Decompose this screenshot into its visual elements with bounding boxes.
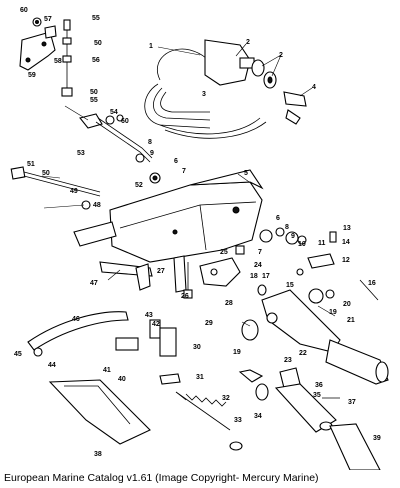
part-label-46: 46	[72, 316, 80, 323]
part-label-50b: 50	[90, 89, 98, 96]
part-label-21: 21	[347, 317, 355, 324]
leader-lines	[41, 43, 336, 401]
part-label-40: 40	[118, 376, 126, 383]
part-label-45: 45	[14, 351, 22, 358]
part-label-36: 36	[315, 382, 323, 389]
part-label-14: 14	[342, 239, 350, 246]
part-label-57: 57	[44, 16, 52, 23]
part-label-44: 44	[48, 362, 56, 369]
part-label-37: 37	[348, 399, 356, 406]
part-label-15: 15	[286, 282, 294, 289]
part-label-41: 41	[103, 367, 111, 374]
part-label-1: 1	[149, 43, 153, 50]
detent-cam-part	[183, 245, 245, 299]
part-label-55: 55	[92, 15, 100, 22]
throttle-bracket-part	[19, 17, 57, 71]
ignition-switch-harness-part	[144, 39, 307, 139]
part-label-54: 54	[110, 109, 118, 116]
part-label-26: 26	[181, 293, 189, 300]
part-label-8: 8	[148, 139, 152, 146]
part-label-9: 9	[150, 150, 154, 157]
part-label-49: 49	[70, 188, 78, 195]
part-label-19b: 19	[233, 349, 241, 356]
part-label-12: 12	[342, 257, 350, 264]
part-label-34: 34	[254, 413, 262, 420]
part-label-60: 60	[20, 7, 28, 14]
part-label-31: 31	[196, 374, 204, 381]
part-label-23: 23	[284, 357, 292, 364]
part-label-30: 30	[193, 344, 201, 351]
part-labels: 60 57 55 50 58 56 59 1 2 2 3 4 50 55 54 …	[14, 7, 381, 458]
part-label-13: 13	[343, 225, 351, 232]
part-label-7b: 7	[258, 249, 262, 256]
mounting-bracket-part	[27, 311, 177, 445]
part-label-17: 17	[262, 273, 270, 280]
part-label-6: 6	[174, 158, 178, 165]
image-caption: European Marine Catalog v1.61 (Image Cop…	[4, 472, 319, 484]
shift-lever-part	[99, 255, 187, 293]
part-label-39: 39	[373, 435, 381, 442]
part-label-4: 4	[312, 84, 316, 91]
part-label-27: 27	[157, 268, 165, 275]
part-label-18: 18	[250, 273, 258, 280]
part-label-32: 32	[222, 395, 230, 402]
handle-grip-part	[238, 367, 381, 470]
part-label-3: 3	[202, 91, 206, 98]
part-label-9b: 9	[291, 233, 295, 240]
part-label-38: 38	[94, 451, 102, 458]
part-label-8b: 8	[285, 224, 289, 231]
part-label-33: 33	[234, 417, 242, 424]
small-hardware-parts	[241, 227, 379, 341]
part-label-35: 35	[313, 392, 321, 399]
part-label-29: 29	[205, 320, 213, 327]
part-label-24: 24	[254, 262, 262, 269]
part-label-5: 5	[244, 170, 248, 177]
part-label-19: 19	[329, 309, 337, 316]
part-label-48: 48	[93, 202, 101, 209]
part-label-16: 16	[368, 280, 376, 287]
part-label-55b: 55	[90, 97, 98, 104]
part-label-6b: 6	[276, 215, 280, 222]
control-handle-arm-part	[261, 289, 389, 385]
part-label-56: 56	[92, 57, 100, 64]
part-label-58: 58	[54, 58, 62, 65]
part-label-25: 25	[220, 249, 228, 256]
part-label-42: 42	[152, 321, 160, 328]
part-label-60b: 60	[121, 118, 129, 125]
part-label-7: 7	[182, 168, 186, 175]
part-label-51: 51	[27, 161, 35, 168]
part-label-59: 59	[28, 72, 36, 79]
shift-cable-part	[79, 113, 153, 163]
part-label-43: 43	[145, 312, 153, 319]
part-label-50c: 50	[42, 170, 50, 177]
part-label-20: 20	[343, 301, 351, 308]
link-rod-part	[61, 19, 73, 97]
part-label-28: 28	[225, 300, 233, 307]
part-label-10: 10	[298, 241, 306, 248]
part-label-47: 47	[90, 280, 98, 287]
spring-cable-part	[159, 373, 243, 451]
throttle-shaft-part	[10, 153, 161, 210]
part-label-11: 11	[318, 240, 326, 247]
part-label-50: 50	[94, 40, 102, 47]
part-label-2: 2	[246, 39, 250, 46]
part-label-2b: 2	[279, 52, 283, 59]
remote-control-housing-part	[73, 169, 264, 263]
part-label-22: 22	[299, 350, 307, 357]
exploded-parts-diagram: 60 57 55 50 58 56 59 1 2 2 3 4 50 55 54 …	[10, 7, 389, 470]
part-label-52: 52	[135, 182, 143, 189]
part-label-53: 53	[77, 150, 85, 157]
